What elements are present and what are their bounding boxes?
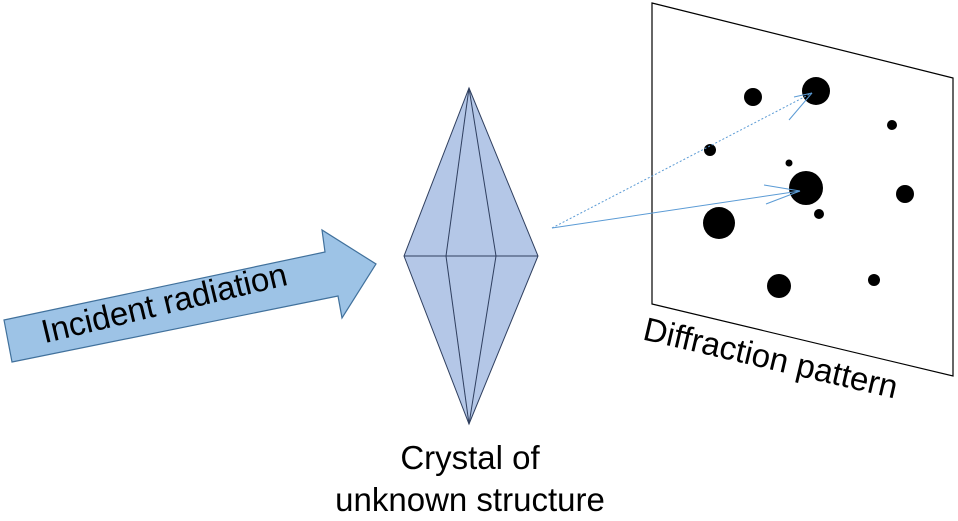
diffraction-spot [785, 159, 793, 167]
crystal-edge [468, 255, 497, 425]
crystal [403, 86, 539, 426]
diffracted-ray-arrowhead [788, 92, 813, 121]
diffracted-ray-arrowhead [763, 184, 801, 192]
crystal-label-line1: Crystal of [400, 439, 540, 476]
diffracted-rays [551, 92, 813, 229]
diffraction-spot [744, 88, 762, 106]
diffraction-spot [868, 274, 880, 286]
diffraction-spot [704, 144, 716, 156]
crystal-edge [445, 87, 470, 257]
diffracted-ray-arrowhead [793, 92, 813, 98]
diffraction-spot [814, 209, 824, 219]
diffraction-spot [703, 207, 735, 239]
diffracted-ray-solid [551, 190, 801, 229]
crystal-edge [468, 87, 497, 257]
diffraction-spot [767, 274, 791, 298]
crystal-label: Crystal of unknown structure [300, 437, 640, 521]
diffracted-ray-arrowhead [765, 190, 801, 205]
diffraction-spot [802, 77, 830, 105]
diffraction-spot [789, 171, 823, 205]
crystal-edge [445, 255, 470, 425]
diffraction-spot [896, 185, 914, 203]
incident-radiation-arrow [3, 228, 377, 363]
diffracted-ray-dotted [551, 92, 813, 229]
diffraction-spot [887, 120, 897, 130]
crystal-label-line2: unknown structure [335, 481, 605, 519]
diffraction-spots [703, 77, 914, 298]
